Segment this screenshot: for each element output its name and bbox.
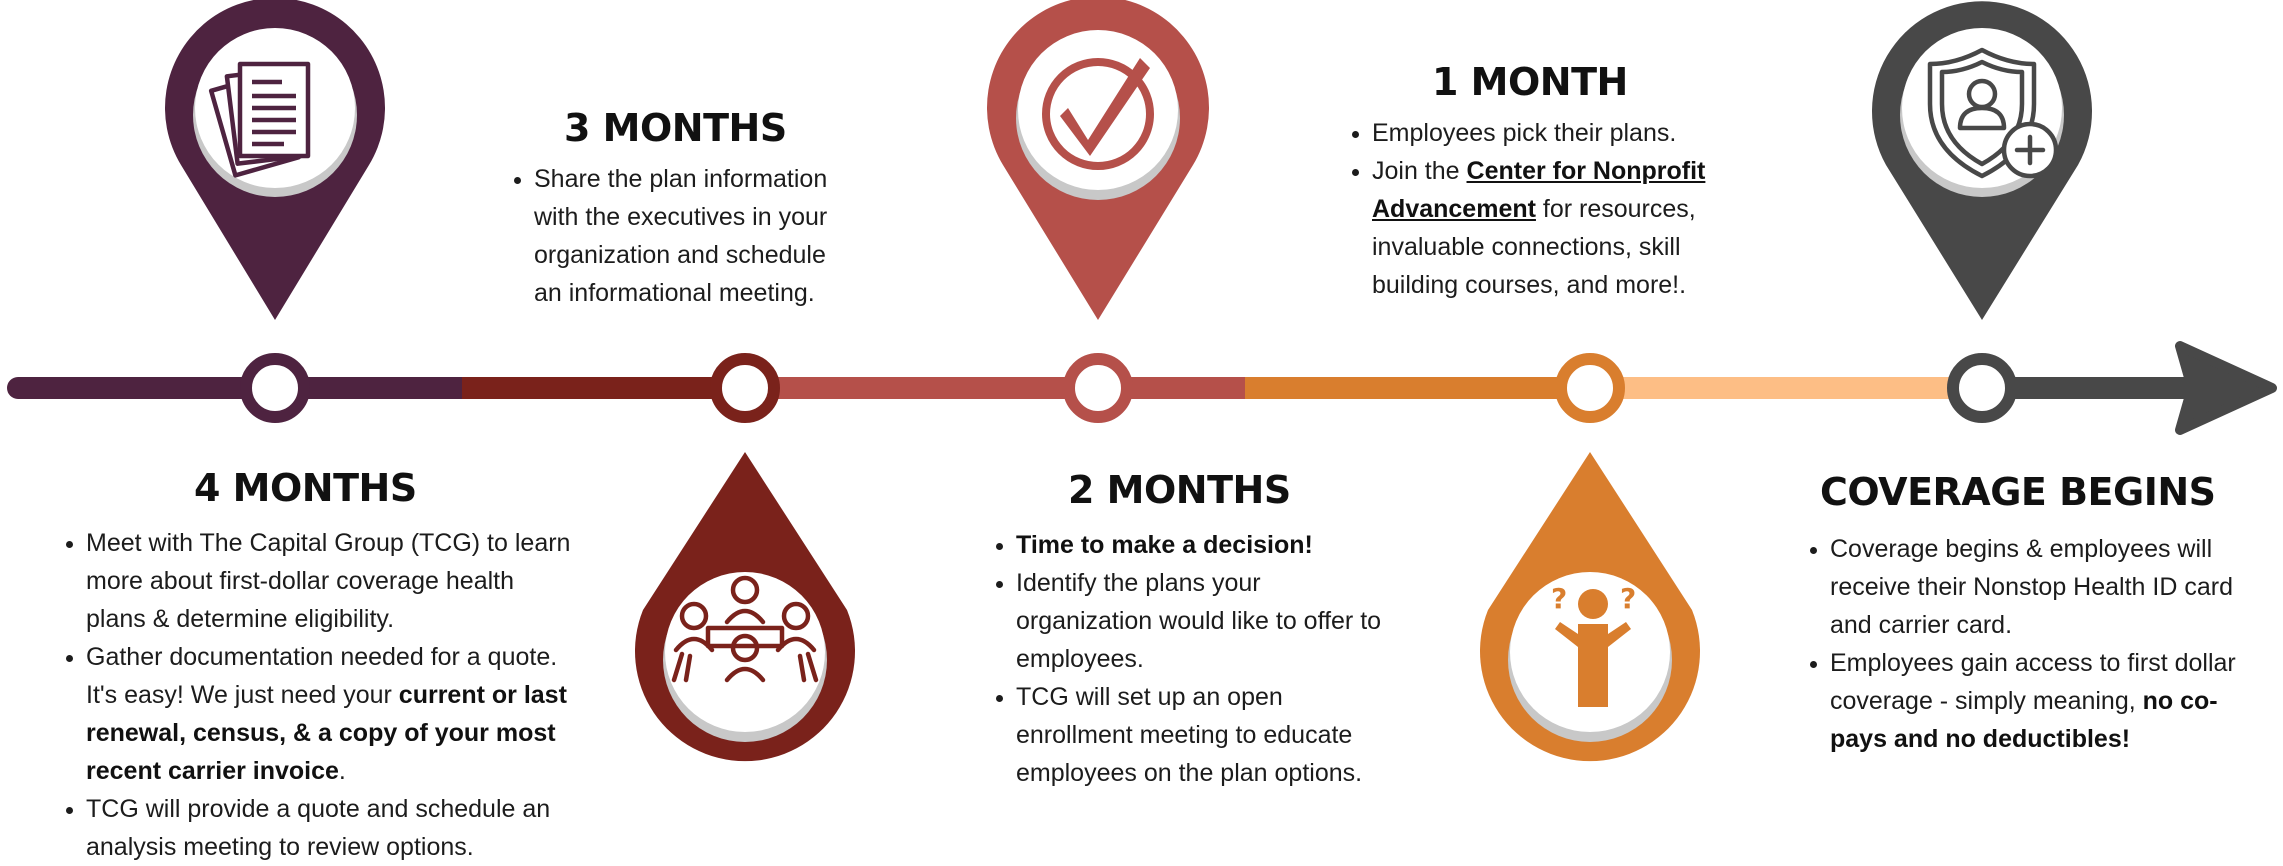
bullet-text: Employees pick their plans. (1372, 119, 1677, 147)
milestone-coverage-begins: COVERAGE BEGINS Coverage begins & employ… (1796, 470, 2256, 758)
bullet-text: Share the plan information with the exec… (534, 165, 828, 307)
bullet-item: Employees pick their plans. (1372, 114, 1738, 152)
map-pin-3-months (635, 452, 855, 762)
bullet-item: TCG will provide a quote and schedule an… (86, 790, 572, 866)
bullet-item: TCG will set up an open enrollment meeti… (1016, 678, 1402, 792)
timeline-arrowhead (2175, 341, 2277, 435)
bullet-item: Share the plan information with the exec… (534, 160, 860, 312)
person-question-icon: ? ? (1551, 582, 1636, 707)
timeline-node-4-months (240, 353, 310, 423)
milestone-bullets: Share the plan information with the exec… (500, 160, 860, 312)
bullet-text: current or last renewal, census, & a cop… (86, 681, 567, 785)
milestone-1-month: 1 MONTH Employees pick their plans. Join … (1338, 60, 1738, 304)
bullet-text: . (338, 757, 346, 785)
bullet-item: Meet with The Capital Group (TCG) to lea… (86, 524, 572, 638)
bullet-text: TCG will provide a quote and schedule an… (86, 795, 551, 861)
timeline-bar (7, 341, 2277, 435)
bullet-item: Identify the plans your organization wou… (1016, 564, 1402, 678)
svg-text:?: ? (1551, 582, 1567, 615)
milestone-title: 2 MONTHS (1068, 468, 1291, 512)
center-for-nonprofit-link[interactable]: Center for Nonprofit Advancement (1372, 157, 1706, 223)
svg-text:?: ? (1620, 582, 1636, 615)
bullet-text: no co-pays and no deductibles! (1830, 687, 2218, 753)
timeline-node-2-months (1063, 353, 1133, 423)
bullet-text: TCG will set up an open enrollment meeti… (1016, 683, 1363, 787)
timeline-node-coverage (1947, 353, 2017, 423)
milestone-title: 1 MONTH (1432, 60, 1628, 104)
bullet-text: Coverage begins & employees will receive… (1830, 535, 2233, 639)
map-pin-coverage-begins (1871, 1, 2092, 320)
documents-icon (208, 61, 311, 178)
bullet-text: for resources, invaluable connections, s… (1372, 195, 1696, 299)
checkmark-icon (1042, 58, 1154, 170)
milestone-bullets: Employees pick their plans. Join the Cent… (1338, 114, 1738, 304)
milestone-title: 3 MONTHS (564, 106, 787, 150)
milestone-bullets: Coverage begins & employees will receive… (1796, 530, 2256, 758)
milestone-2-months: 2 MONTHS Time to make a decision! Identif… (982, 468, 1402, 792)
bullet-text: Join the (1372, 157, 1467, 185)
milestone-title: COVERAGE BEGINS (1820, 470, 2216, 514)
bullet-text: Meet with The Capital Group (TCG) to lea… (86, 529, 571, 633)
bullet-item: Time to make a decision! (1016, 526, 1402, 564)
map-pin-1-month: ? ? (1479, 452, 1700, 762)
milestone-4-months: 4 MONTHS Meet with The Capital Group (TC… (52, 466, 572, 866)
bullet-text: Time to make a decision! (1016, 531, 1313, 559)
map-pin-2-months (987, 0, 1209, 320)
milestone-bullets: Meet with The Capital Group (TCG) to lea… (52, 524, 572, 866)
milestone-3-months: 3 MONTHS Share the plan information with… (500, 106, 860, 312)
timeline-nodes (240, 353, 2017, 423)
milestone-bullets: Time to make a decision! Identify the pla… (982, 526, 1402, 792)
shield-person-plus-icon (1927, 47, 2059, 179)
bullet-text: Gather documentation needed for a quote.… (86, 643, 558, 709)
timeline-node-1-month (1555, 353, 1625, 423)
timeline-node-3-months (710, 353, 780, 423)
meeting-group-icon (671, 575, 819, 683)
bullet-item: Gather documentation needed for a quote.… (86, 638, 572, 790)
bullet-item: Join the Center for Nonprofit Advancemen… (1372, 152, 1738, 304)
bullet-item: Employees gain access to first dollar co… (1830, 644, 2256, 758)
bullet-item: Coverage begins & employees will receive… (1830, 530, 2256, 644)
bullet-text: Employees gain access to first dollar co… (1830, 649, 2236, 715)
milestone-title: 4 MONTHS (194, 466, 417, 510)
bullet-text: Identify the plans your organization wou… (1016, 569, 1382, 673)
map-pin-4-months (165, 0, 385, 320)
